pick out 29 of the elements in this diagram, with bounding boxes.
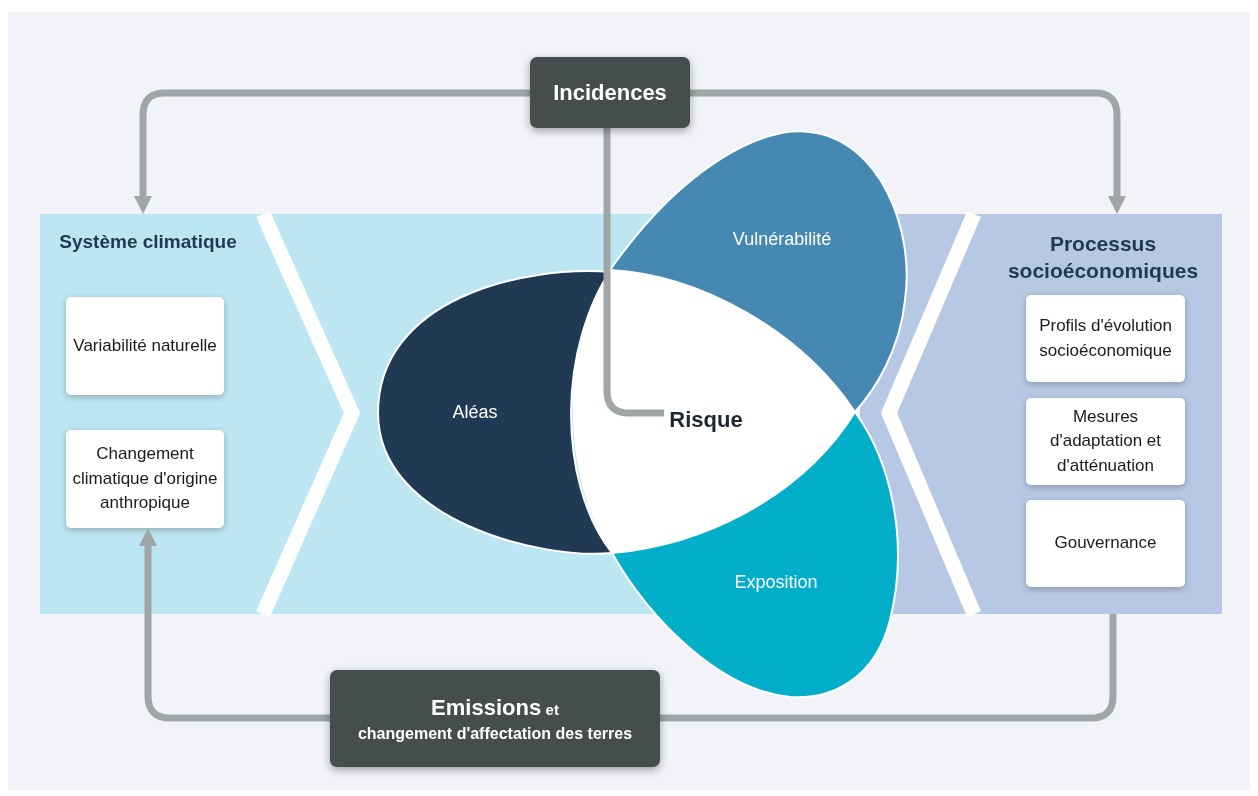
factor-box xyxy=(66,430,224,528)
arrow xyxy=(134,89,530,214)
box-label: changement d'affectation des terres xyxy=(357,724,633,743)
box-label: Emissions xyxy=(431,694,542,720)
petal-label: Exposition xyxy=(734,571,818,593)
factor-box xyxy=(66,297,224,395)
box-label: Gouvernance xyxy=(1054,532,1157,555)
box-label: Variabilité naturelle xyxy=(73,334,217,357)
petal-label: Vulnérabilité xyxy=(732,228,832,250)
box-label: Incidences xyxy=(553,79,667,106)
box-label: Mesures d'adaptation et d'atténuation xyxy=(1049,405,1162,477)
panel-heading: Système climatique xyxy=(58,230,238,254)
connector-line xyxy=(603,128,664,417)
petal-label: Aléas xyxy=(452,401,498,423)
category-panel xyxy=(40,214,256,614)
panel-heading: Processus socioéconomiques xyxy=(1006,231,1200,285)
driver-box xyxy=(330,670,660,767)
factor-box xyxy=(1026,398,1185,485)
risk-label: Risque xyxy=(668,406,744,434)
arrow xyxy=(690,89,1126,214)
category-panel xyxy=(984,214,1222,614)
factor-box xyxy=(1026,500,1185,587)
box-label: Profils d'évolution socioéconomique xyxy=(1038,314,1173,362)
box-label: et xyxy=(545,700,559,718)
arrow xyxy=(139,528,330,722)
impact-box xyxy=(530,57,690,128)
box-label: Changement climatique d'origine anthropique xyxy=(72,443,218,515)
factor-box xyxy=(1026,295,1185,382)
connector-line xyxy=(660,614,1117,722)
